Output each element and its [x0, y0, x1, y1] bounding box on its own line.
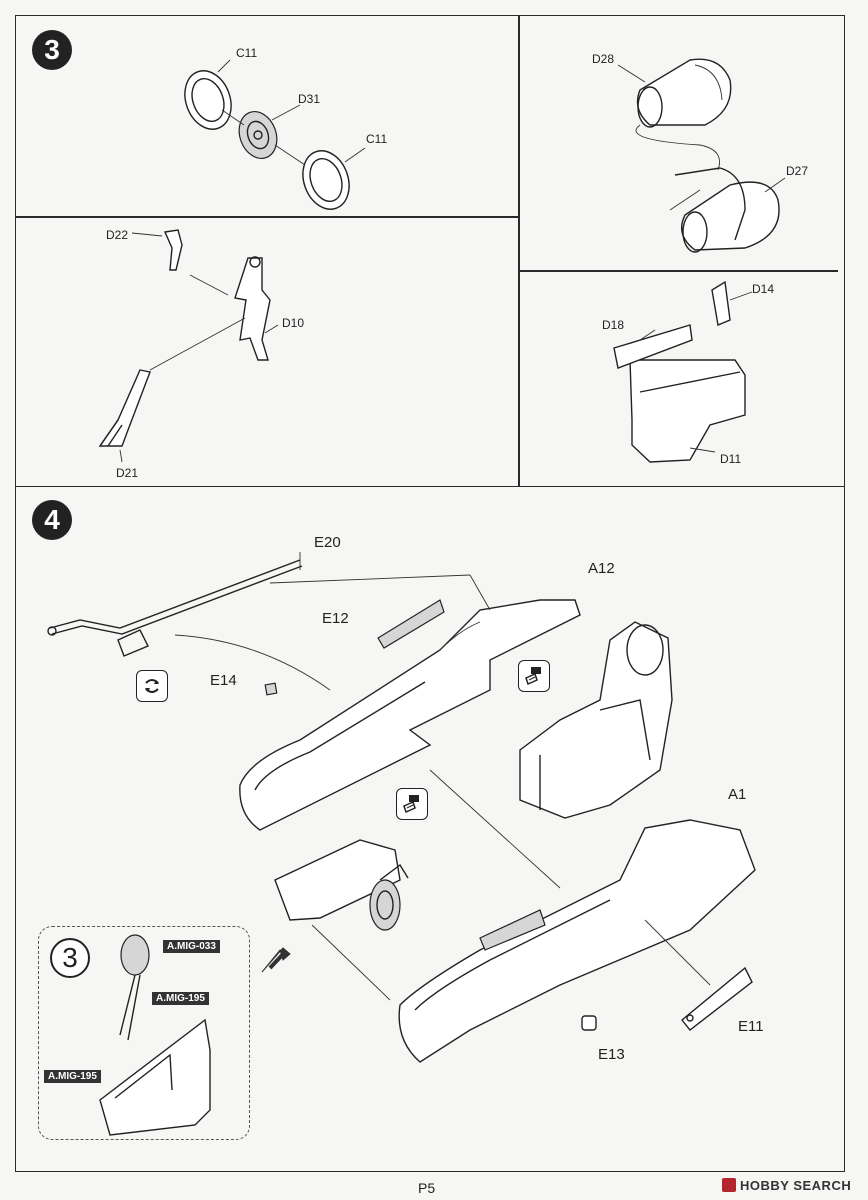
watermark-logo-icon [722, 1178, 736, 1192]
landing-gear-drawing [98, 229, 279, 463]
part-label-d27: D27 [786, 164, 809, 178]
step-3-reference-callout [38, 926, 250, 1140]
step-4-badge: 4 [32, 500, 72, 540]
part-label-c11-bottom: C11 [366, 132, 388, 146]
hobby-search-watermark: HOBBY SEARCH [722, 1178, 851, 1193]
wheel-assembly-drawing [184, 59, 366, 210]
part-label-e20: E20 [314, 534, 341, 551]
paint-tag-mig-195-lower: A.MIG-195 [44, 1070, 101, 1083]
part-label-d18: D18 [602, 318, 625, 332]
page-number: P5 [418, 1180, 436, 1196]
part-label-a1: A1 [728, 786, 747, 803]
part-label-c11-top: C11 [236, 46, 258, 60]
cockpit-tub-drawing [429, 621, 673, 889]
part-label-e11: E11 [738, 1018, 764, 1035]
small-panels-drawing [581, 966, 753, 1031]
part-label-d11: D11 [720, 452, 742, 466]
part-label-d22: D22 [106, 228, 129, 242]
nose-gear-bay-drawing [274, 839, 409, 1001]
part-label-d28: D28 [592, 52, 615, 66]
part-label-d14: D14 [752, 282, 775, 296]
callout-detail-drawing [99, 934, 211, 1136]
part-label-d21: D21 [116, 466, 139, 480]
part-label-d31: D31 [298, 92, 321, 106]
part-label-e13: E13 [598, 1046, 625, 1063]
part-label-a12: A12 [588, 560, 615, 577]
probe-e20-drawing [47, 552, 491, 691]
instrument-box-drawing [613, 280, 753, 463]
callout-step-badge: 3 [50, 938, 90, 978]
forward-fuselage-drawing [239, 599, 581, 831]
divider-right-horizontal [518, 270, 838, 272]
part-label-e12: E12 [322, 610, 349, 627]
watermark-text: HOBBY SEARCH [740, 1178, 852, 1193]
part-label-e14: E14 [210, 672, 237, 689]
engine-parts-drawing [617, 58, 786, 253]
step-3-badge: 3 [32, 30, 72, 70]
step4-frame [15, 486, 845, 1172]
paint-tag-mig-195-upper: A.MIG-195 [152, 992, 209, 1005]
paint-tag-mig-033: A.MIG-033 [163, 940, 220, 953]
glue-icon [518, 660, 550, 692]
divider-vertical [518, 15, 520, 487]
rear-fuselage-drawing [398, 819, 756, 1063]
divider-left-horizontal [15, 216, 518, 218]
glue-icon-2 [396, 788, 428, 820]
part-label-d10: D10 [282, 316, 305, 330]
flip-over-icon [136, 670, 168, 702]
